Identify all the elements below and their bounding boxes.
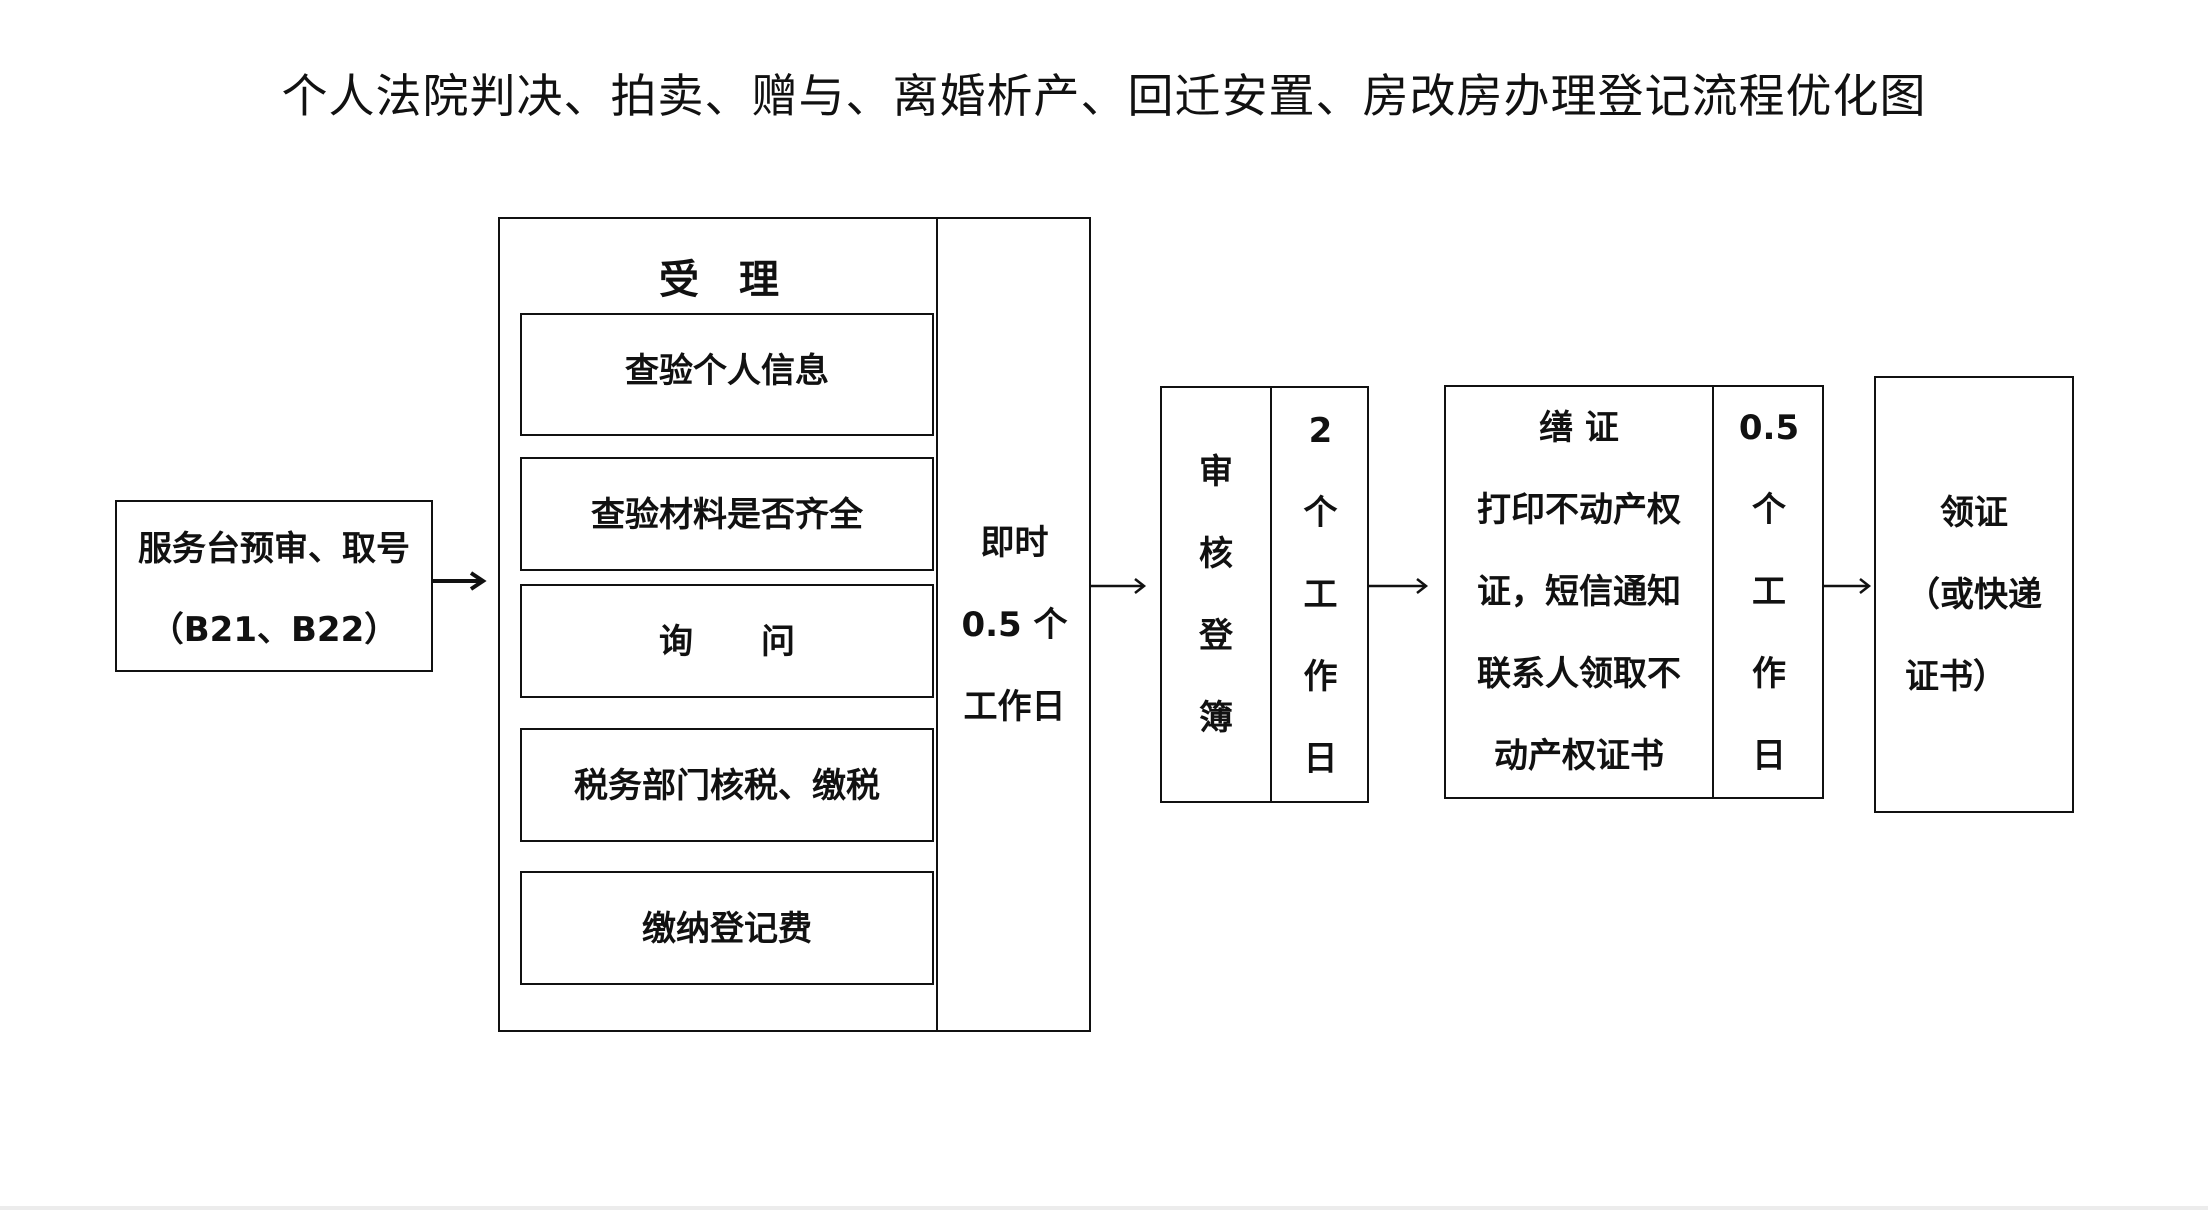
certificate-line: 证，短信通知 bbox=[1477, 572, 1681, 612]
certificate-time: 0.5 个 工 作 日 bbox=[1714, 387, 1824, 797]
step-tax: 税务部门核税、缴税 bbox=[520, 728, 934, 842]
certificate-line: 动产权证书 bbox=[1494, 736, 1664, 776]
acceptance-time-line: 即时 bbox=[980, 522, 1049, 563]
certificate-label: 缮 证 打印不动产权 证，短信通知 联系人领取不 动产权证书 bbox=[1446, 387, 1712, 797]
service-desk-box: 服务台预审、取号 （B21、B22） bbox=[115, 500, 433, 672]
acceptance-divider bbox=[936, 219, 938, 1030]
step-label: 缴纳登记费 bbox=[642, 909, 812, 949]
step-label: 税务部门核税、缴税 bbox=[574, 766, 880, 806]
arrow-to-acceptance bbox=[433, 571, 487, 591]
certificate-section: 缮 证 打印不动产权 证，短信通知 联系人领取不 动产权证书 0.5 个 工 作… bbox=[1444, 385, 1824, 799]
diagram-title: 个人法院判决、拍卖、赠与、离婚析产、回迁安置、房改房办理登记流程优化图 bbox=[281, 69, 1927, 123]
review-divider bbox=[1270, 388, 1272, 801]
collect-line: 证书） bbox=[1905, 656, 2007, 697]
certificate-time-char: 工 bbox=[1752, 572, 1786, 612]
acceptance-time-line: 0.5 个 bbox=[961, 604, 1068, 645]
service-desk-label: 服务台预审、取号 bbox=[138, 529, 410, 569]
certificate-line: 打印不动产权 bbox=[1477, 490, 1681, 530]
certificate-time-char: 作 bbox=[1752, 654, 1786, 694]
review-time-char: 2 bbox=[1308, 410, 1333, 451]
step-label: 询 问 bbox=[659, 622, 795, 662]
acceptance-header: 受 理 bbox=[659, 257, 779, 303]
review-time: 2 个 工 作 日 bbox=[1272, 388, 1369, 801]
collect-line: 领证 bbox=[1940, 492, 2008, 533]
step-verify-documents: 查验材料是否齐全 bbox=[520, 457, 934, 571]
review-time-char: 工 bbox=[1303, 574, 1338, 615]
review-label-char: 簿 bbox=[1199, 697, 1233, 738]
collect-certificate-box: 领证 （或快递 证书） bbox=[1874, 376, 2074, 813]
step-registration-fee: 缴纳登记费 bbox=[520, 871, 934, 985]
step-inquiry: 询 问 bbox=[520, 584, 934, 698]
review-time-char: 作 bbox=[1303, 656, 1338, 697]
certificate-time-char: 日 bbox=[1752, 736, 1786, 776]
arrow-to-review bbox=[1091, 576, 1147, 596]
review-label-char: 核 bbox=[1199, 533, 1233, 574]
review-time-char: 日 bbox=[1303, 738, 1338, 779]
certificate-line: 联系人领取不 bbox=[1477, 654, 1681, 694]
page-bottom-rule bbox=[0, 1206, 2208, 1210]
certificate-line: 缮 证 bbox=[1539, 408, 1619, 448]
acceptance-time-line: 工作日 bbox=[963, 686, 1066, 727]
service-desk-counters: （B21、B22） bbox=[149, 610, 399, 650]
acceptance-time: 即时 0.5 个 工作日 bbox=[938, 219, 1091, 1030]
arrow-to-certificate bbox=[1369, 576, 1429, 596]
review-label-char: 审 bbox=[1199, 451, 1233, 492]
collect-line: （或快递 bbox=[1906, 574, 2042, 615]
review-label: 审 核 登 簿 bbox=[1162, 388, 1270, 801]
step-label: 查验材料是否齐全 bbox=[591, 495, 863, 535]
step-verify-identity: 查验个人信息 bbox=[520, 313, 934, 436]
review-section: 审 核 登 簿 2 个 工 作 日 bbox=[1160, 386, 1369, 803]
review-time-char: 个 bbox=[1303, 492, 1338, 533]
arrow-to-collect bbox=[1824, 576, 1872, 596]
certificate-time-char: 个 bbox=[1752, 490, 1786, 530]
certificate-time-char: 0.5 bbox=[1738, 408, 1800, 448]
review-label-char: 登 bbox=[1199, 615, 1233, 656]
certificate-divider bbox=[1712, 387, 1714, 797]
step-label: 查验个人信息 bbox=[625, 351, 829, 391]
